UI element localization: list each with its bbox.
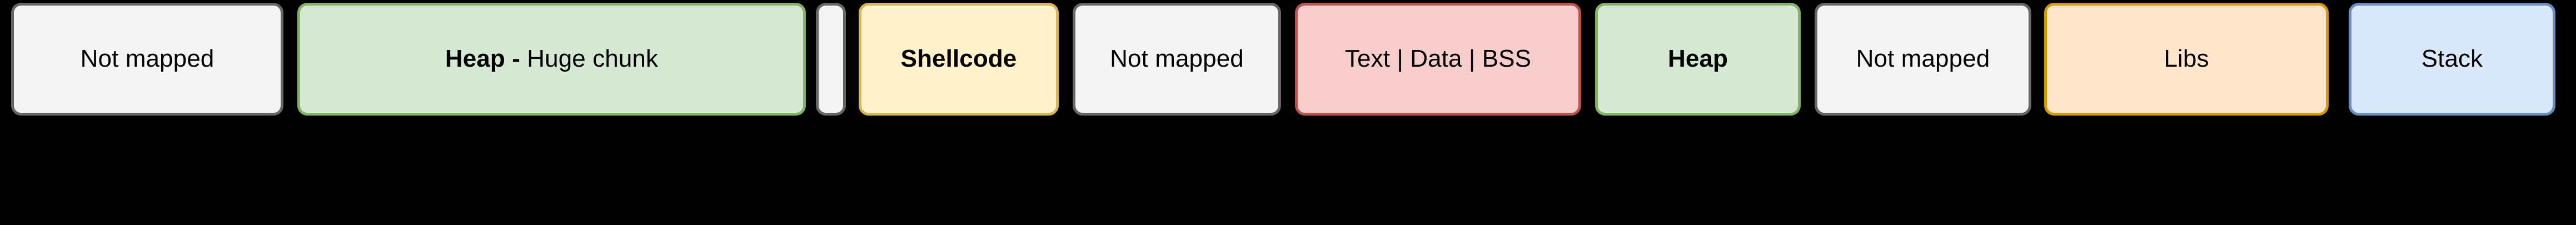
- memory-block-label: Heap: [1668, 45, 1728, 73]
- memory-block-label: Not mapped: [1110, 45, 1244, 73]
- memory-block-label: Not mapped: [81, 45, 215, 73]
- memory-block-label-text: Not mapped: [1110, 45, 1244, 73]
- memory-block-label-text: Libs: [2164, 45, 2209, 73]
- memory-block-not-mapped-3[interactable]: Not mapped: [1815, 3, 2031, 116]
- memory-block-label-text: Huge chunk: [527, 45, 659, 73]
- memory-block-label-text: Shellcode: [900, 45, 1017, 73]
- memory-block-label: Libs: [2164, 45, 2209, 73]
- memory-block-label: Shellcode: [901, 45, 1017, 73]
- memory-block-text-data-bss[interactable]: Text | Data | BSS: [1295, 3, 1581, 116]
- memory-block-heap[interactable]: Heap: [1595, 3, 1801, 116]
- memory-block-stack[interactable]: Stack: [2349, 3, 2555, 116]
- memory-block-label-text: Heap: [1668, 45, 1728, 73]
- memory-block-label-lead: Heap -: [445, 45, 520, 73]
- memory-block-label-text: Not mapped: [1856, 45, 1990, 73]
- memory-block-libs[interactable]: Libs: [2044, 3, 2329, 116]
- memory-block-unlabeled-gap[interactable]: [816, 3, 846, 116]
- memory-block-not-mapped-1[interactable]: Not mapped: [11, 3, 283, 116]
- memory-block-label: Not mapped: [1856, 45, 1990, 73]
- memory-block-label-text: Stack: [2421, 45, 2483, 73]
- memory-block-label-text: Text | Data | BSS: [1344, 45, 1532, 73]
- memory-block-label: Stack: [2421, 45, 2483, 73]
- memory-block-not-mapped-2[interactable]: Not mapped: [1073, 3, 1281, 116]
- memory-block-label: Text | Data | BSS: [1345, 45, 1531, 73]
- memory-block-heap-huge-chunk[interactable]: Heap - Huge chunk: [297, 3, 806, 116]
- memory-block-shellcode[interactable]: Shellcode: [859, 3, 1059, 116]
- memory-block-label-text: Not mapped: [80, 45, 215, 73]
- memory-block-label: Heap - Huge chunk: [445, 45, 658, 73]
